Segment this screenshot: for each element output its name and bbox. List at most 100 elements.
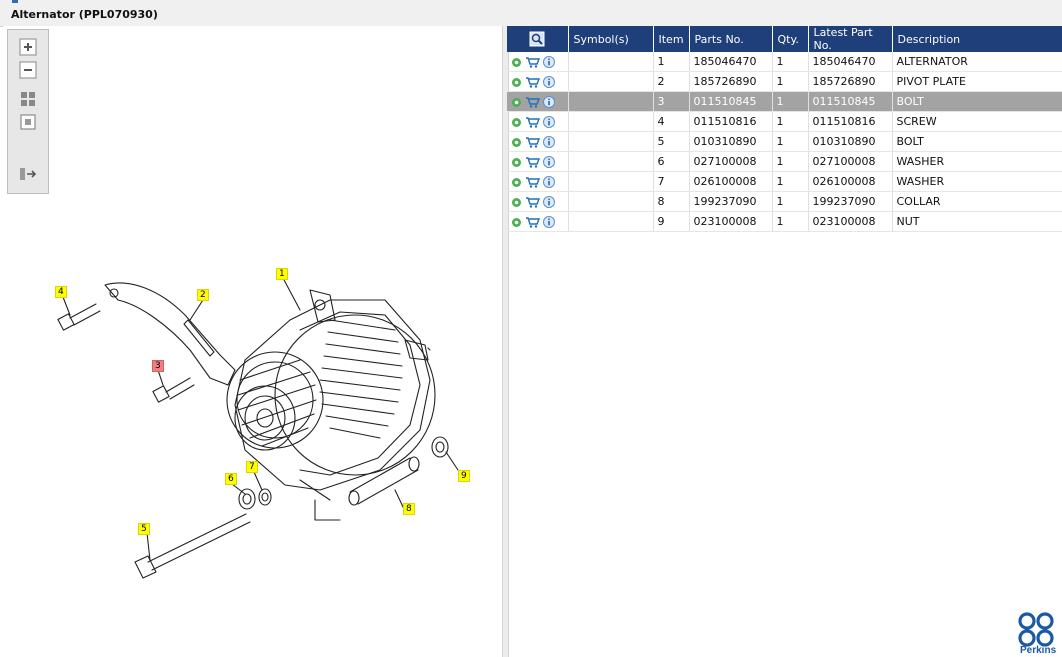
column-latest-part-no[interactable]: Latest Part No. — [808, 26, 893, 52]
info-icon[interactable] — [543, 56, 555, 68]
cell-symbols — [568, 131, 654, 152]
callout-2[interactable]: 2 — [197, 289, 209, 301]
callout-1[interactable]: 1 — [276, 268, 288, 280]
zoom-out-icon[interactable] — [19, 61, 37, 79]
cell-latest-part-no: 023100008 — [808, 211, 893, 232]
cell-symbols — [568, 71, 654, 92]
row-actions — [507, 171, 569, 192]
info-icon[interactable] — [543, 196, 555, 208]
cell-parts-no: 011510845 — [689, 91, 773, 112]
column-qty[interactable]: Qty. — [772, 26, 809, 52]
cell-qty: 1 — [772, 191, 809, 212]
cart-icon[interactable] — [525, 56, 540, 68]
settings-icon[interactable] — [511, 117, 522, 128]
cell-qty: 1 — [772, 111, 809, 132]
settings-icon[interactable] — [511, 57, 522, 68]
settings-icon[interactable] — [511, 137, 522, 148]
perkins-logo — [1018, 612, 1054, 647]
cell-parts-no: 011510816 — [689, 111, 773, 132]
settings-icon[interactable] — [511, 157, 522, 168]
zoom-in-icon[interactable] — [19, 38, 37, 56]
cell-item: 6 — [653, 151, 690, 172]
cart-icon[interactable] — [525, 156, 540, 168]
cart-icon[interactable] — [525, 176, 540, 188]
cell-latest-part-no: 027100008 — [808, 151, 893, 172]
cart-icon[interactable] — [525, 116, 540, 128]
cell-item: 5 — [653, 131, 690, 152]
settings-icon[interactable] — [511, 77, 522, 88]
row-actions — [507, 52, 569, 72]
cell-item: 8 — [653, 191, 690, 212]
callout-8[interactable]: 8 — [403, 503, 415, 515]
search-icon[interactable] — [529, 31, 545, 47]
callout-7[interactable]: 7 — [246, 461, 258, 473]
callout-4[interactable]: 4 — [55, 286, 67, 298]
cell-latest-part-no: 199237090 — [808, 191, 893, 212]
row-actions — [507, 131, 569, 152]
info-icon[interactable] — [543, 156, 555, 168]
cart-icon[interactable] — [525, 216, 540, 228]
cart-icon[interactable] — [525, 76, 540, 88]
column-description[interactable]: Description — [892, 26, 1062, 52]
pane-splitter[interactable] — [502, 26, 509, 657]
cell-description: NUT — [892, 211, 1062, 232]
info-icon[interactable] — [543, 176, 555, 188]
cell-description: WASHER — [892, 151, 1062, 172]
info-icon[interactable] — [543, 136, 555, 148]
cell-symbols — [568, 171, 654, 192]
cell-symbols — [568, 52, 654, 72]
cell-latest-part-no: 185726890 — [808, 71, 893, 92]
callout-9[interactable]: 9 — [458, 470, 470, 482]
row-actions — [507, 91, 569, 112]
cell-parts-no: 185046470 — [689, 52, 773, 72]
cell-symbols — [568, 151, 654, 172]
cell-description: ALTERNATOR — [892, 52, 1062, 72]
cart-icon[interactable] — [525, 96, 540, 108]
cell-qty: 1 — [772, 52, 809, 72]
settings-icon[interactable] — [511, 197, 522, 208]
exploded-drawing[interactable] — [0, 0, 502, 657]
settings-icon[interactable] — [511, 217, 522, 228]
cell-parts-no: 023100008 — [689, 211, 773, 232]
callout-5[interactable]: 5 — [138, 523, 150, 535]
cell-item: 2 — [653, 71, 690, 92]
cell-description: SCREW — [892, 111, 1062, 132]
cell-latest-part-no: 011510816 — [808, 111, 893, 132]
info-icon[interactable] — [543, 116, 555, 128]
column-symbols[interactable]: Symbol(s) — [568, 26, 654, 52]
cell-qty: 1 — [772, 91, 809, 112]
column-parts-no[interactable]: Parts No. — [689, 26, 773, 52]
info-icon[interactable] — [543, 216, 555, 228]
cell-qty: 1 — [772, 71, 809, 92]
zoom-toolbar — [7, 29, 49, 194]
cell-qty: 1 — [772, 171, 809, 192]
settings-icon[interactable] — [511, 97, 522, 108]
cell-latest-part-no: 010310890 — [808, 131, 893, 152]
actual-size-icon[interactable] — [19, 113, 37, 131]
fit-all-icon[interactable] — [19, 90, 37, 108]
brand-name: Perkins — [1020, 645, 1057, 656]
callout-3[interactable]: 3 — [152, 360, 164, 372]
callout-6[interactable]: 6 — [225, 473, 237, 485]
cart-icon[interactable] — [525, 196, 540, 208]
column-search[interactable] — [507, 26, 569, 52]
cell-item: 9 — [653, 211, 690, 232]
cell-latest-part-no: 185046470 — [808, 52, 893, 72]
column-item[interactable]: Item — [653, 26, 690, 52]
cell-latest-part-no: 026100008 — [808, 171, 893, 192]
export-icon[interactable] — [19, 165, 37, 183]
settings-icon[interactable] — [511, 177, 522, 188]
info-icon[interactable] — [543, 96, 555, 108]
info-icon[interactable] — [543, 76, 555, 88]
cell-description: BOLT — [892, 91, 1062, 112]
cart-icon[interactable] — [525, 136, 540, 148]
